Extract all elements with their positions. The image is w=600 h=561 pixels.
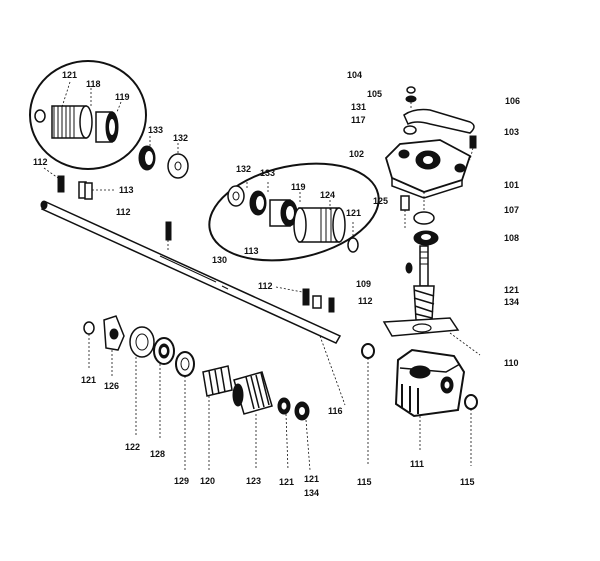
washer-121-lower-left	[83, 321, 95, 368]
label-116: 116	[328, 406, 343, 416]
label-106: 106	[505, 96, 520, 106]
label-113: 113	[119, 185, 134, 195]
bearing-133-center	[249, 190, 267, 216]
label-130: 130	[212, 255, 227, 265]
label-119: 119	[291, 182, 306, 192]
label-134: 134	[304, 488, 319, 498]
label-107: 107	[504, 205, 519, 215]
label-120: 120	[200, 476, 215, 486]
label-121: 121	[81, 375, 96, 385]
bearing-133-upper	[138, 136, 156, 171]
washer-132-upper	[167, 143, 189, 179]
ring-128	[153, 337, 175, 440]
label-121: 121	[279, 477, 294, 487]
cover-102	[384, 139, 472, 199]
pins-112-113-left	[43, 167, 115, 200]
pin-103	[469, 135, 477, 161]
label-112: 112	[116, 207, 131, 217]
label-121: 121	[346, 208, 361, 218]
bearing-119-center	[269, 199, 298, 227]
label-124: 124	[320, 190, 335, 200]
shaft-108	[419, 245, 429, 287]
inset-ellipse-center	[208, 162, 380, 262]
label-121: 121	[504, 285, 519, 295]
label-102: 102	[349, 149, 364, 159]
label-123: 123	[246, 476, 261, 486]
pin-130	[165, 221, 172, 250]
label-112: 112	[358, 296, 373, 306]
inset-circle-left	[29, 60, 147, 170]
label-112: 112	[258, 281, 273, 291]
label-103: 103	[504, 127, 519, 137]
label-132: 132	[173, 133, 188, 143]
part-125	[400, 195, 410, 228]
bracket-126	[103, 315, 125, 376]
label-105: 105	[367, 89, 382, 99]
label-119: 119	[115, 92, 130, 102]
label-108: 108	[504, 233, 519, 243]
label-125: 125	[373, 196, 388, 206]
gear-107	[413, 230, 439, 246]
shaft-116	[40, 200, 346, 406]
small-part-109	[405, 262, 413, 274]
pins-112-right	[275, 286, 335, 313]
gasket-110	[382, 317, 481, 356]
housing-111	[394, 348, 466, 452]
ring-129	[175, 351, 195, 470]
small-washers-105	[405, 86, 417, 110]
washer-132-center	[227, 185, 245, 207]
ring-122	[129, 326, 155, 436]
label-118: 118	[86, 79, 101, 89]
label-122: 122	[125, 442, 140, 452]
label-129: 129	[174, 476, 189, 486]
label-134: 134	[504, 297, 519, 307]
label-121: 121	[62, 70, 77, 80]
label-128: 128	[150, 449, 165, 459]
washer-121-lower-a	[277, 397, 291, 471]
worm-gear	[413, 285, 435, 321]
gear-118	[51, 105, 93, 139]
label-115: 115	[460, 477, 475, 487]
gear-123	[232, 371, 273, 470]
washer-101	[413, 211, 435, 225]
label-133: 133	[148, 125, 163, 135]
label-126: 126	[104, 381, 119, 391]
label-112: 112	[33, 157, 48, 167]
bearing-120	[202, 365, 233, 470]
label-121: 121	[304, 474, 319, 484]
label-133: 133	[260, 168, 275, 178]
washer-115-left	[361, 343, 375, 466]
lever-106	[403, 108, 475, 135]
label-131: 131	[351, 102, 366, 112]
label-101: 101	[504, 180, 519, 190]
label-132: 132	[236, 164, 251, 174]
label-117: 117	[351, 115, 366, 125]
gear-124-center	[293, 207, 346, 243]
label-115: 115	[357, 477, 372, 487]
part-labels: 121 118 119 133 132 112 113 112 132 133 …	[33, 70, 520, 498]
label-110: 110	[504, 358, 519, 368]
washer-115-right	[464, 394, 478, 466]
label-111: 111	[410, 459, 424, 469]
label-113: 113	[244, 246, 259, 256]
label-104: 104	[347, 70, 362, 80]
washer-121-center	[347, 237, 359, 253]
bearing-119	[95, 111, 119, 143]
washer-134-lower	[294, 401, 311, 471]
label-109: 109	[356, 279, 371, 289]
